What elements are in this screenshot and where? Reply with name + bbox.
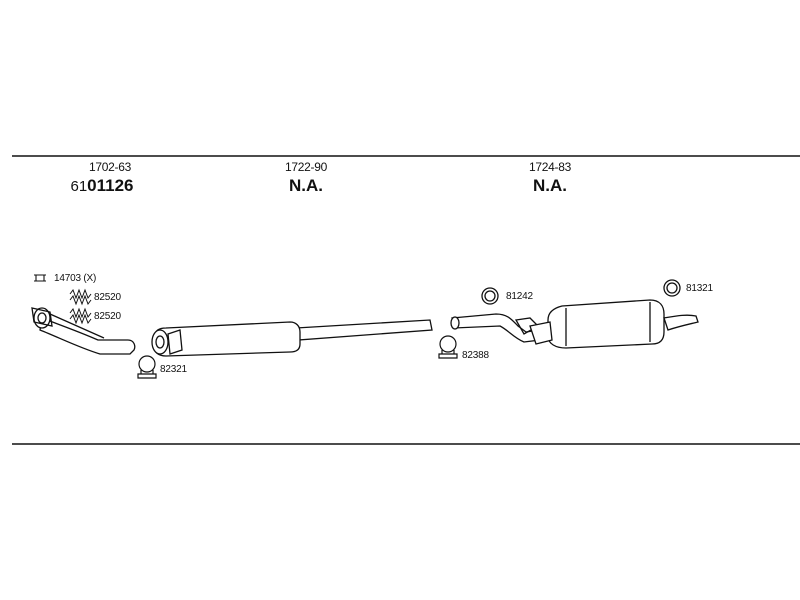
part-label-81321: 81321 bbox=[686, 283, 713, 294]
spring-icon bbox=[69, 307, 92, 325]
center-muffler bbox=[151, 319, 433, 357]
part-label-81242: 81242 bbox=[506, 291, 533, 302]
rear-silencer bbox=[450, 299, 699, 349]
part-label-82388: 82388 bbox=[462, 350, 489, 361]
section-2-code: 1722-90 bbox=[285, 160, 327, 174]
clamp-icon bbox=[137, 355, 157, 379]
section-3-number: N.A. bbox=[533, 176, 567, 196]
part-label-14703: 14703 (X) bbox=[54, 273, 97, 284]
part-label-82520-a: 82520 bbox=[94, 292, 121, 303]
gasket-icon bbox=[34, 274, 46, 282]
section-2-number: N.A. bbox=[289, 176, 323, 196]
section-3-code: 1724-83 bbox=[529, 160, 571, 174]
front-pipe bbox=[31, 307, 136, 355]
part-label-82520-b: 82520 bbox=[94, 311, 121, 322]
section-3-number-main: N.A. bbox=[533, 176, 567, 195]
clamp-icon bbox=[438, 335, 458, 359]
part-label-82321: 82321 bbox=[160, 364, 187, 375]
section-1-number-main: 01126 bbox=[87, 176, 134, 195]
section-1-number: 6101126 bbox=[70, 176, 133, 196]
ring-icon bbox=[481, 287, 499, 305]
section-1-number-prefix: 61 bbox=[70, 178, 88, 195]
ring-icon bbox=[663, 279, 681, 297]
section-2-number-main: N.A. bbox=[289, 176, 323, 195]
section-1-code: 1702-63 bbox=[89, 160, 131, 174]
spring-icon bbox=[69, 288, 92, 306]
